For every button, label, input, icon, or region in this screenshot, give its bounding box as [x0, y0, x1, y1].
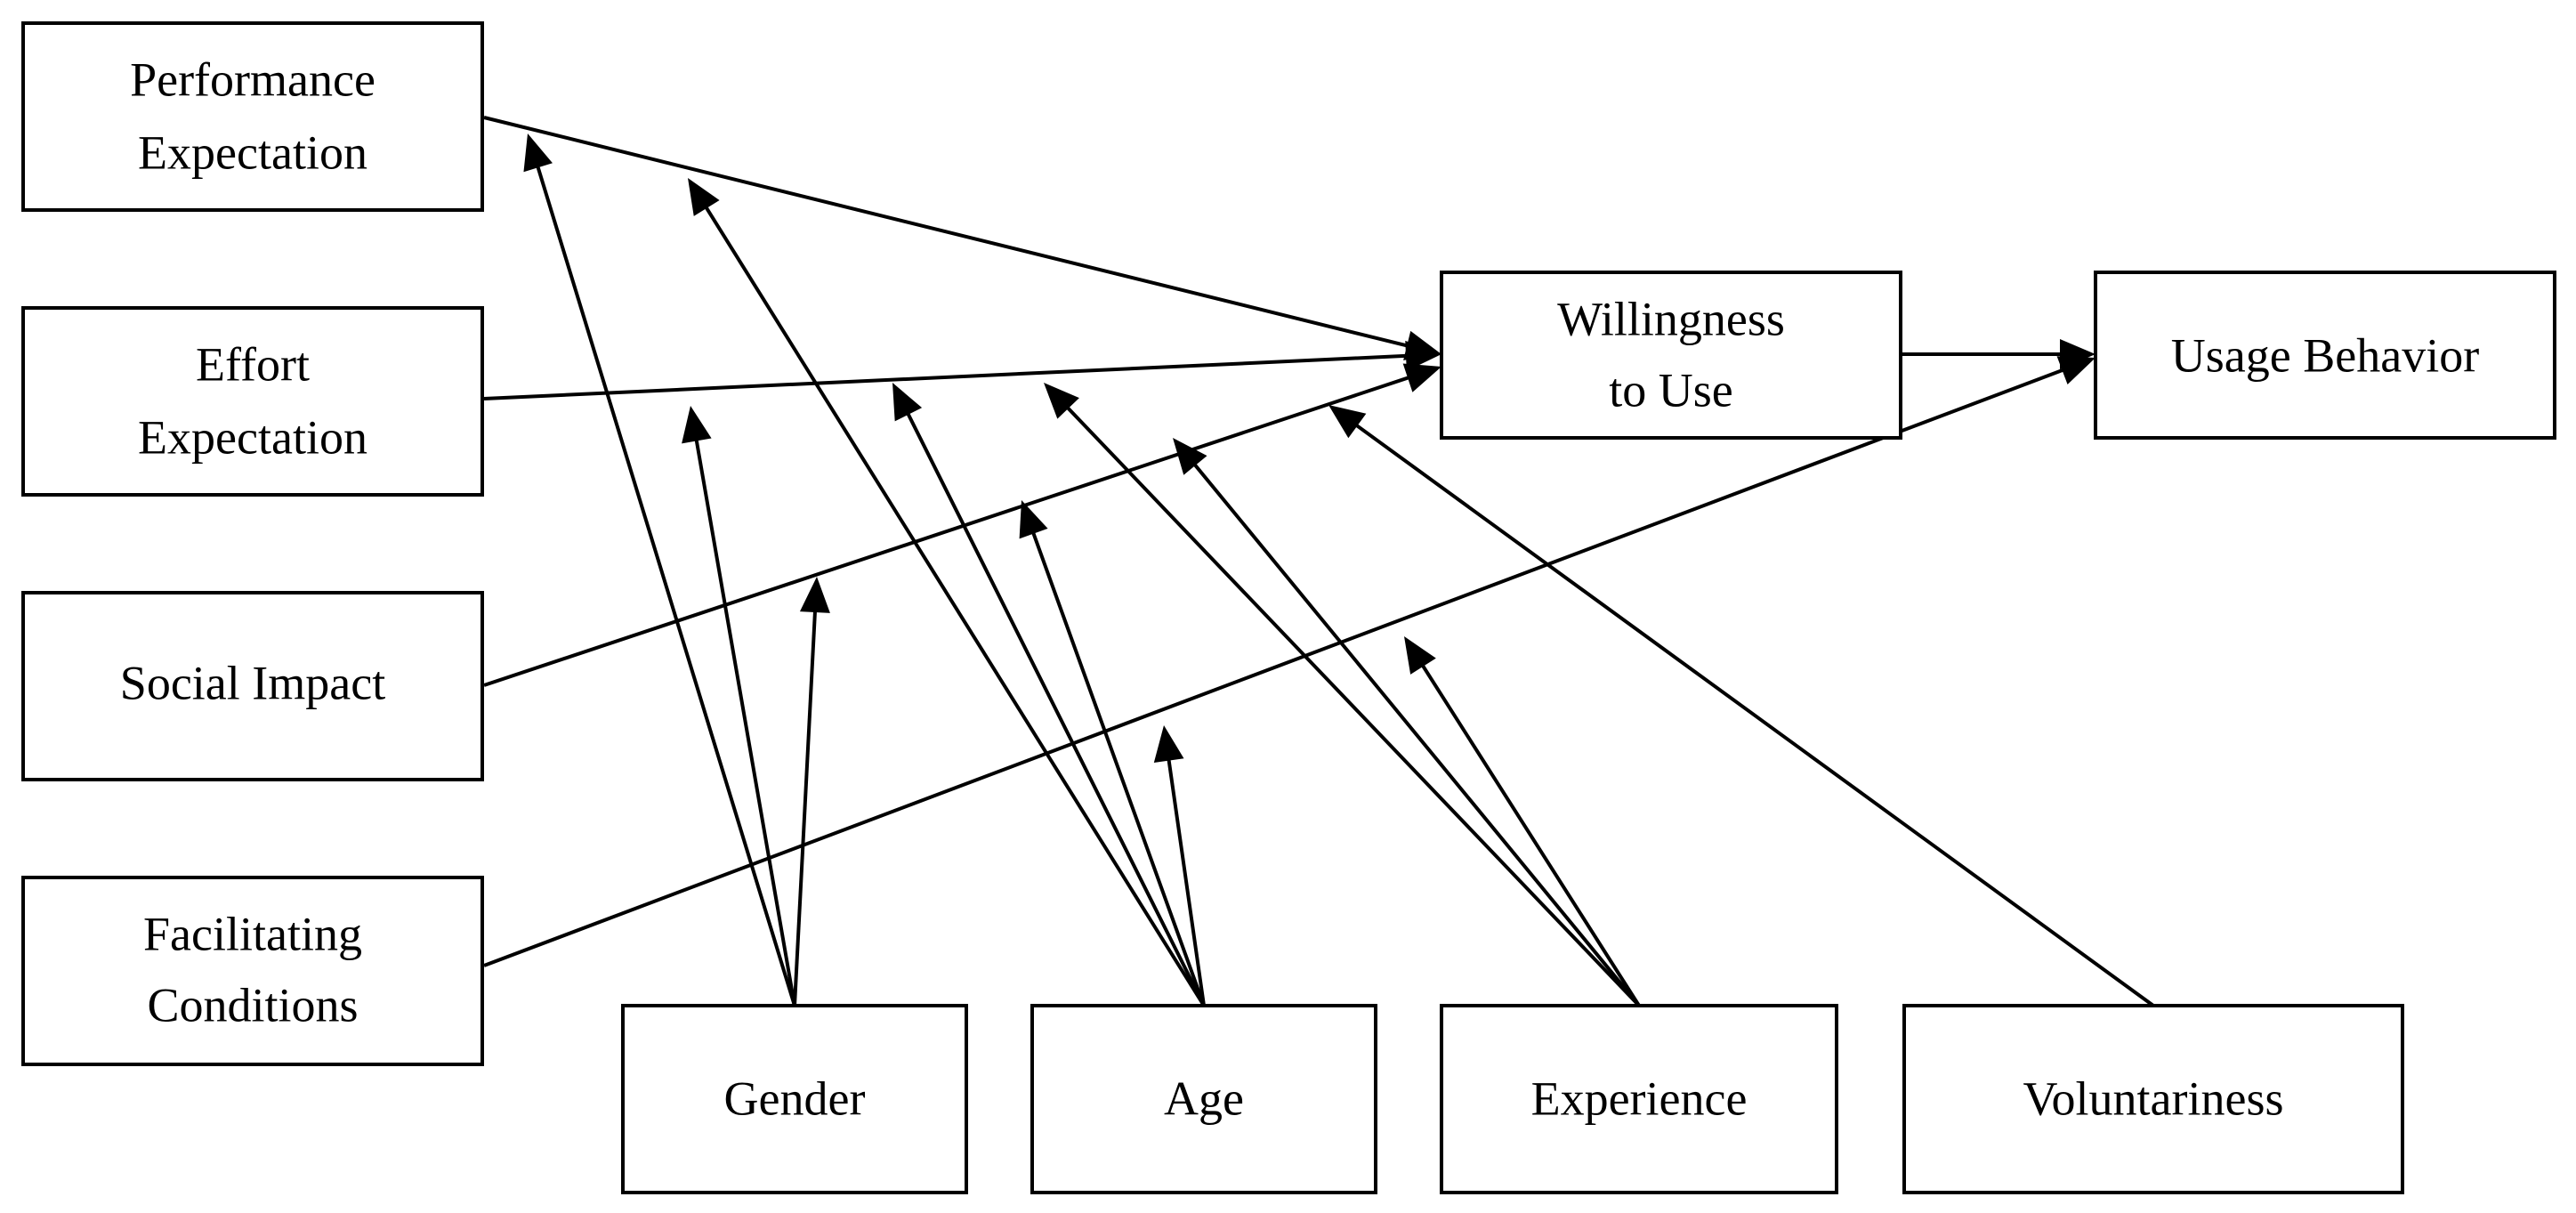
node-label-line: Age [1164, 1071, 1244, 1125]
connector-line [1054, 394, 1641, 1007]
connector-line [483, 352, 1425, 400]
node-box [21, 876, 484, 1066]
node-label-line: Usage Behavior [2171, 328, 2479, 382]
connector-line [530, 150, 796, 1007]
node-label-line: Expectation [138, 410, 367, 464]
arrowhead [1153, 725, 1184, 764]
node-social-impact: Social Impact [21, 591, 484, 781]
node-label-line: Conditions [147, 978, 358, 1031]
node-experience: Experience [1440, 1004, 1838, 1194]
arrowhead [1173, 438, 1207, 475]
edges-layer [483, 116, 2155, 1007]
nodes-layer: Performance Expectation Effort Expectati… [21, 21, 2556, 1194]
node-usage-behavior: Usage Behavior [2094, 271, 2556, 440]
node-label-line: Performance [130, 53, 375, 106]
connector-line [899, 397, 1206, 1007]
connector-line [1183, 450, 1641, 1007]
node-voluntariness: Voluntariness [1902, 1004, 2404, 1194]
node-label-line: Willingness [1557, 292, 1785, 345]
connector-line [695, 191, 1206, 1007]
connector-line [1412, 650, 1641, 1007]
node-box [21, 306, 484, 497]
node-label-line: Voluntariness [2023, 1071, 2284, 1125]
node-box [1030, 1004, 1377, 1194]
node-box [21, 591, 484, 781]
node-box [621, 1004, 968, 1194]
connector-line [691, 423, 796, 1007]
node-box [2094, 271, 2556, 440]
node-label-line: Gender [724, 1071, 866, 1125]
node-age: Age [1030, 1004, 1377, 1194]
arrowhead [1405, 340, 1441, 371]
node-label-line: Social Impact [120, 656, 385, 709]
node-performance-expectation: Performance Expectation [21, 21, 484, 212]
arrowhead [1328, 405, 1367, 439]
connector-line [483, 362, 2079, 967]
node-gender: Gender [621, 1004, 968, 1194]
arrowhead [1402, 363, 1441, 392]
connector-line [1025, 516, 1206, 1007]
node-facilitating-conditions: Facilitating Conditions [21, 876, 484, 1066]
arrowhead [799, 577, 830, 613]
node-label-line: to Use [1609, 363, 1732, 416]
connector-line [483, 370, 1425, 687]
arrowhead [688, 178, 720, 216]
node-label-line: Expectation [138, 125, 367, 179]
node-label-line: Facilitating [143, 907, 362, 960]
arrowhead [1404, 636, 1436, 675]
connector-line [483, 116, 1425, 352]
node-box [21, 21, 484, 212]
arrowhead [1019, 500, 1048, 539]
node-label-line: Effort [196, 337, 310, 391]
arrowhead [892, 383, 923, 422]
arrowhead [523, 133, 553, 173]
node-willingness-to-use: Willingness to Use [1440, 271, 1902, 440]
node-effort-expectation: Effort Expectation [21, 306, 484, 497]
connector-line [1341, 414, 2155, 1007]
node-box [1902, 1004, 2404, 1194]
node-box [1440, 271, 1902, 440]
node-label-line: Experience [1531, 1071, 1748, 1125]
node-box [1440, 1004, 1838, 1194]
arrowhead [2060, 339, 2096, 369]
connector-line [793, 594, 818, 1007]
arrowhead [682, 406, 712, 444]
connector-line [1164, 742, 1206, 1007]
arrowhead [1044, 383, 1079, 419]
